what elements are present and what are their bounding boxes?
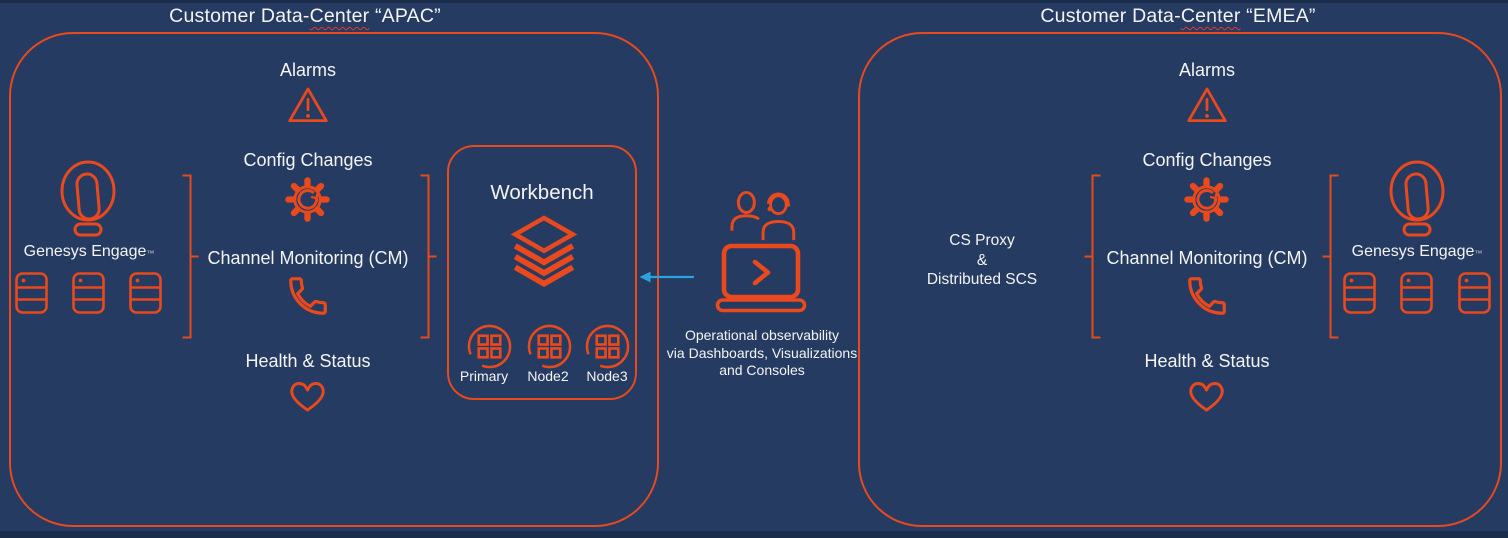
- node-label: Node2: [527, 368, 569, 384]
- support-team-icon: [725, 188, 803, 242]
- cs-proxy-line: Distributed SCS: [926, 271, 1038, 288]
- bottom-edge-strip: [0, 531, 1508, 538]
- apac-datacenter-panel: [9, 32, 659, 527]
- cs-proxy-line: &: [976, 251, 988, 269]
- trademark-mark: ™: [1474, 249, 1483, 258]
- genesys-engage-label: Genesys Engage™: [1337, 243, 1497, 261]
- node-cluster-icon: [584, 323, 631, 370]
- server-icon: [1343, 272, 1376, 314]
- health-status-label: Health & Status: [1144, 351, 1270, 371]
- channel-monitoring-label: Channel Monitoring (CM): [207, 248, 409, 268]
- alarms-label: Alarms: [1178, 60, 1235, 80]
- cs-proxy-label: CS Proxy & Distributed SCS: [896, 231, 1068, 290]
- caption-line: via Dashboards, Visualizations: [666, 344, 858, 361]
- observability-caption: Operational observability via Dashboards…: [640, 327, 884, 380]
- apac-title-underlined: Center: [309, 5, 370, 27]
- channel-monitoring-label: Channel Monitoring (CM): [1106, 248, 1308, 268]
- cs-proxy-line: CS Proxy: [949, 232, 1015, 249]
- apac-title-prefix: Customer Data-: [169, 5, 310, 27]
- health-status-label: Health & Status: [245, 351, 371, 371]
- alarms-label: Alarms: [279, 60, 336, 80]
- bracket-connector-icon: [420, 174, 437, 339]
- arrow-left-icon: [638, 270, 696, 284]
- caption-line: Operational observability: [684, 327, 840, 343]
- top-edge-strip: [0, 0, 1508, 3]
- laptop-terminal-icon: [715, 243, 807, 313]
- server-icon: [72, 272, 105, 314]
- phone-handset-icon: [285, 273, 331, 319]
- emea-title: Customer Data-Center “EMEA”: [903, 5, 1453, 28]
- caption-line: and Consoles: [719, 362, 805, 378]
- workbench-panel: [447, 145, 637, 400]
- warning-triangle-icon: [286, 85, 330, 125]
- server-icon: [1400, 272, 1433, 314]
- layers-stack-icon: [507, 212, 581, 288]
- apac-title: Customer Data-Center “APAC”: [30, 5, 580, 28]
- node-cluster-icon: [526, 323, 573, 370]
- gear-icon: [1183, 176, 1230, 223]
- emea-datacenter-panel: [858, 32, 1502, 527]
- genesys-engage-text: Genesys Engage: [23, 243, 147, 260]
- genesys-engage-text: Genesys Engage: [1351, 243, 1475, 260]
- node-cluster-icon: [466, 323, 513, 370]
- apac-title-suffix: “APAC”: [369, 5, 441, 27]
- trademark-mark: ™: [146, 249, 155, 258]
- phone-handset-icon: [1184, 273, 1230, 319]
- emea-title-underlined: Center: [1180, 5, 1241, 27]
- workbench-title: Workbench: [490, 181, 594, 204]
- config-changes-label: Config Changes: [243, 150, 373, 170]
- server-icon: [1458, 272, 1491, 314]
- genesys-engage-label: Genesys Engage™: [9, 243, 169, 261]
- emea-title-prefix: Customer Data-: [1040, 5, 1181, 27]
- node-label: Primary: [459, 368, 509, 384]
- server-icon: [15, 272, 48, 314]
- genesys-logo-icon: [1385, 158, 1449, 238]
- heart-icon: [285, 373, 330, 414]
- gear-icon: [284, 176, 331, 223]
- node-label: Node3: [586, 368, 628, 384]
- server-icon: [129, 272, 162, 314]
- config-changes-label: Config Changes: [1142, 150, 1272, 170]
- emea-title-suffix: “EMEA”: [1240, 5, 1316, 27]
- genesys-logo-icon: [56, 158, 120, 238]
- heart-icon: [1184, 373, 1229, 414]
- warning-triangle-icon: [1185, 85, 1229, 125]
